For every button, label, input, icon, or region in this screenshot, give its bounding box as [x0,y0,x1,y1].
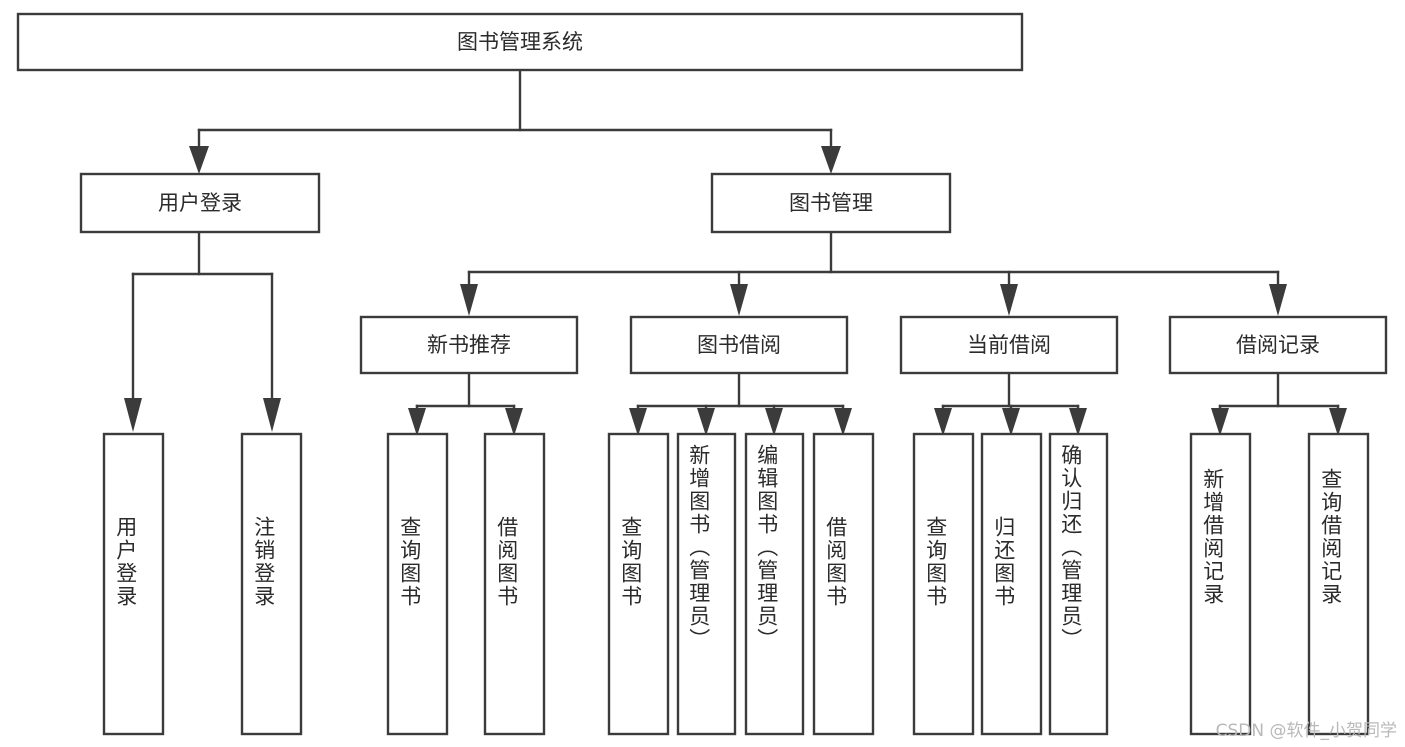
node-book-borrow[interactable]: 图书借阅 [629,315,849,375]
node-borrow-record-box[interactable] [1168,315,1388,375]
node-root-box[interactable] [16,12,1024,72]
arrow-head-icon [408,408,426,436]
node-leaf-query-book-1[interactable]: 查询图书 [386,432,449,736]
node-leaf-return-book[interactable]: 归还图书 [980,432,1043,736]
arrow-head-icon [629,408,647,436]
connector-group-book-manage [460,230,1287,316]
node-leaf-query-book-3[interactable]: 查询图书 [912,432,975,736]
arrow-head-icon [263,398,281,432]
node-leaf-add-book[interactable]: 新增图书（管理员） [676,432,737,736]
node-leaf-query-book-2-box[interactable] [607,432,670,736]
node-root-label: 图书管理系统 [457,30,583,54]
arrow-head-icon [1000,284,1018,316]
connector-group-user-login [124,230,281,432]
node-leaf-query-book-2-label: 查询图书 [619,516,643,608]
arrow-head-icon [124,398,142,432]
node-leaf-edit-book-label: 编辑图书（管理员） [755,444,779,651]
node-leaf-query-record-label: 查询借阅记录 [1319,468,1343,606]
node-leaf-add-record[interactable]: 新增借阅记录 [1189,432,1252,736]
node-leaf-add-book-label: 新增图书（管理员） [687,444,711,651]
arrow-head-icon [460,284,478,316]
node-new-book-recommend-label: 新书推荐 [427,333,511,357]
arrow-head-icon [189,146,209,174]
node-book-borrow-label: 图书借阅 [697,333,781,357]
node-leaf-query-record-box[interactable] [1307,432,1370,736]
node-borrow-record-label: 借阅记录 [1236,333,1320,357]
node-book-manage-label: 图书管理 [789,191,873,215]
connector-group-new-book-recommend [408,371,523,436]
node-leaf-add-record-box[interactable] [1189,432,1252,736]
node-current-borrow-label: 当前借阅 [967,333,1051,357]
node-leaf-query-book-1-label: 查询图书 [398,516,422,608]
node-leaf-user-logout[interactable]: 注销登录 [240,432,303,736]
node-leaf-user-login-label: 用户登录 [114,516,138,608]
node-leaf-query-record[interactable]: 查询借阅记录 [1307,432,1370,736]
node-root[interactable]: 图书管理系统 [16,12,1024,72]
node-leaf-edit-book[interactable]: 编辑图书（管理员） [744,432,805,736]
node-leaf-borrow-book-2-box[interactable] [812,432,875,736]
node-leaf-query-book-3-box[interactable] [912,432,975,736]
node-leaf-user-logout-box[interactable] [240,432,303,736]
connector-group-borrow-record [1211,371,1347,436]
arrow-head-icon [834,408,852,436]
node-leaf-query-book-2[interactable]: 查询图书 [607,432,670,736]
node-user-login-box[interactable] [79,172,321,234]
node-leaf-borrow-book-2[interactable]: 借阅图书 [812,432,875,736]
arrow-head-icon [1269,284,1287,316]
arrow-head-icon [505,408,523,436]
node-book-manage-box[interactable] [710,172,952,234]
node-leaf-borrow-book-2-label: 借阅图书 [824,516,848,608]
node-leaf-borrow-book-1-box[interactable] [483,432,546,736]
node-leaf-edit-book-box[interactable] [744,432,805,736]
arrow-head-icon [1329,408,1347,436]
node-leaf-add-book-box[interactable] [676,432,737,736]
connector-group-root [189,68,841,174]
node-borrow-record[interactable]: 借阅记录 [1168,315,1388,375]
node-leaf-confirm-return[interactable]: 确认归还（管理员） [1048,432,1109,736]
node-leaf-borrow-book-1-label: 借阅图书 [495,516,519,608]
node-user-login-label: 用户登录 [158,191,242,215]
arrow-head-icon [821,146,841,174]
node-leaf-query-book-1-box[interactable] [386,432,449,736]
node-leaf-return-book-label: 归还图书 [992,516,1016,608]
arrow-head-icon [1211,408,1229,436]
arrow-head-icon [1069,408,1087,436]
node-current-borrow[interactable]: 当前借阅 [899,315,1119,375]
node-user-login[interactable]: 用户登录 [79,172,321,234]
arrow-head-icon [730,284,748,316]
node-leaf-confirm-return-box[interactable] [1048,432,1109,736]
connector-group-current-borrow [934,371,1087,436]
node-leaf-borrow-book-1[interactable]: 借阅图书 [483,432,546,736]
node-leaf-add-record-label: 新增借阅记录 [1201,468,1225,606]
node-book-borrow-box[interactable] [629,315,849,375]
node-new-book-recommend-box[interactable] [359,315,579,375]
node-leaf-user-logout-label: 注销登录 [252,516,276,608]
arrow-head-icon [1002,408,1020,436]
node-leaf-user-login-box[interactable] [102,432,165,736]
node-leaf-query-book-3-label: 查询图书 [924,516,948,608]
node-book-manage[interactable]: 图书管理 [710,172,952,234]
node-current-borrow-box[interactable] [899,315,1119,375]
arrow-head-icon [765,408,783,436]
node-new-book-recommend[interactable]: 新书推荐 [359,315,579,375]
node-leaf-confirm-return-label: 确认归还（管理员） [1059,444,1083,651]
node-leaf-return-book-box[interactable] [980,432,1043,736]
arrow-head-icon [934,408,952,436]
node-leaf-user-login[interactable]: 用户登录 [102,432,165,736]
arrow-head-icon [697,408,715,436]
connector-group-book-borrow [629,371,852,436]
